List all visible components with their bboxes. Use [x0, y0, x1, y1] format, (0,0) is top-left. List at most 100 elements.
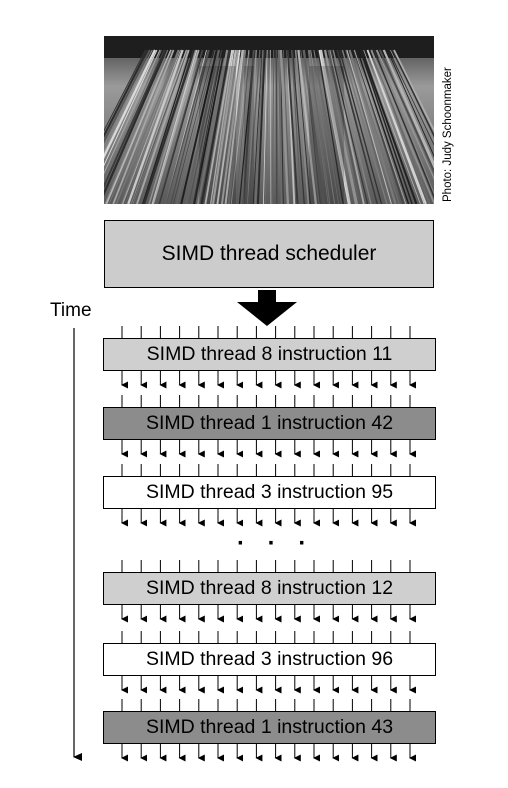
loom-thread	[382, 49, 434, 167]
instruction-label: SIMD thread 3 instruction 95	[145, 481, 394, 503]
loom-thread	[176, 49, 216, 204]
loom-thread	[104, 49, 162, 185]
instruction-label: SIMD thread 8 instruction 12	[145, 577, 394, 599]
loom-thread	[286, 49, 299, 204]
loom-thread	[363, 49, 421, 204]
loom-thread	[353, 49, 407, 204]
loom-thread	[296, 49, 311, 204]
loom-thread	[346, 49, 392, 204]
loom-thread	[197, 49, 229, 204]
loom-shadow-band	[309, 66, 344, 204]
scheduler-issue-arrow	[237, 290, 297, 326]
instruction-box: SIMD thread 1 instruction 43	[103, 711, 436, 744]
loom-thread	[220, 49, 244, 204]
loom-thread	[390, 49, 434, 143]
loom-thread	[235, 49, 250, 204]
loom-thread	[173, 49, 214, 204]
loom-thread	[242, 49, 255, 204]
loom-thread	[297, 49, 318, 204]
loom-thread	[376, 49, 434, 180]
loom-thread	[375, 49, 434, 195]
loom-thread	[359, 49, 413, 204]
loom-thread	[388, 49, 434, 146]
loom-thread	[373, 49, 434, 199]
loom-thread	[142, 49, 192, 204]
loom-thread	[356, 49, 410, 204]
loom-thread	[282, 49, 291, 204]
loom-thread	[319, 49, 351, 204]
photo-credit-text: Photo: Judy Schoonmaker	[442, 67, 454, 202]
instruction-box: SIMD thread 8 instruction 12	[103, 572, 436, 605]
loom-thread	[170, 49, 210, 204]
loom-thread	[104, 49, 158, 167]
loom-thread	[104, 49, 169, 204]
loom-thread	[317, 49, 344, 204]
loom-thread	[254, 49, 264, 204]
instruction-label: SIMD thread 1 instruction 43	[145, 716, 394, 738]
loom-thread	[131, 49, 189, 204]
instruction-label: SIMD thread 8 instruction 11	[146, 343, 393, 365]
loom-thread	[148, 49, 197, 204]
loom-thread	[142, 49, 196, 204]
photo-credit: Photo: Judy Schoonmaker	[440, 36, 458, 204]
loom-thread	[370, 49, 434, 204]
loom-thread	[277, 49, 284, 204]
loom-thread	[292, 49, 305, 204]
loom-thread	[104, 49, 149, 139]
loom-thread	[192, 49, 223, 204]
loom-thread	[211, 49, 237, 204]
loom-thread	[165, 49, 210, 204]
loom-thread	[345, 49, 391, 204]
loom-thread	[247, 49, 257, 204]
loom-thread	[227, 49, 247, 204]
loom-thread	[336, 49, 378, 204]
loom-thread	[121, 49, 180, 204]
loom-thread	[200, 49, 231, 204]
instruction-label: SIMD thread 3 instruction 96	[145, 648, 394, 670]
loom-thread	[252, 49, 263, 204]
loom-thread	[291, 49, 302, 204]
loom-thread	[184, 49, 220, 204]
loom-thread	[247, 49, 261, 204]
loom-thread	[263, 49, 268, 204]
loom-thread	[308, 49, 331, 204]
ellipsis: · · ·	[237, 530, 315, 557]
loom-thread	[302, 49, 325, 204]
instruction-box: SIMD thread 3 instruction 95	[103, 476, 436, 509]
loom-thread	[265, 49, 270, 204]
loom-thread	[230, 49, 250, 204]
loom-thread	[294, 49, 310, 204]
loom-thread	[104, 49, 168, 197]
loom-thread	[300, 49, 320, 204]
loom-thread	[349, 49, 400, 204]
loom-thread	[112, 49, 175, 204]
loom-thread	[360, 49, 418, 204]
loom-thread	[104, 49, 161, 175]
loom-thread	[310, 49, 336, 204]
loom-thread	[272, 49, 275, 204]
loom-thread	[188, 49, 223, 204]
loom-thread	[216, 49, 241, 204]
instruction-box: SIMD thread 3 instruction 96	[103, 643, 436, 676]
loom-thread	[313, 49, 340, 204]
loom-photo	[104, 36, 434, 204]
loom-thread	[159, 49, 204, 204]
loom-thread	[115, 49, 180, 204]
loom-thread	[353, 49, 405, 204]
loom-thread	[327, 49, 363, 204]
loom-thread	[393, 49, 434, 133]
loom-thread	[104, 49, 166, 189]
loom-shadow-band	[244, 66, 254, 204]
loom-thread	[324, 49, 358, 204]
instruction-box: SIMD thread 8 instruction 11	[103, 338, 436, 371]
loom-thread	[108, 49, 173, 204]
loom-thread	[152, 49, 200, 204]
loom-thread	[391, 49, 434, 138]
loom-thread	[279, 49, 290, 204]
loom-thread	[104, 49, 151, 144]
loom-thread	[330, 49, 369, 204]
loom-thread	[338, 49, 383, 204]
loom-thread	[193, 49, 226, 204]
scheduler-label: SIMD thread scheduler	[161, 242, 377, 265]
